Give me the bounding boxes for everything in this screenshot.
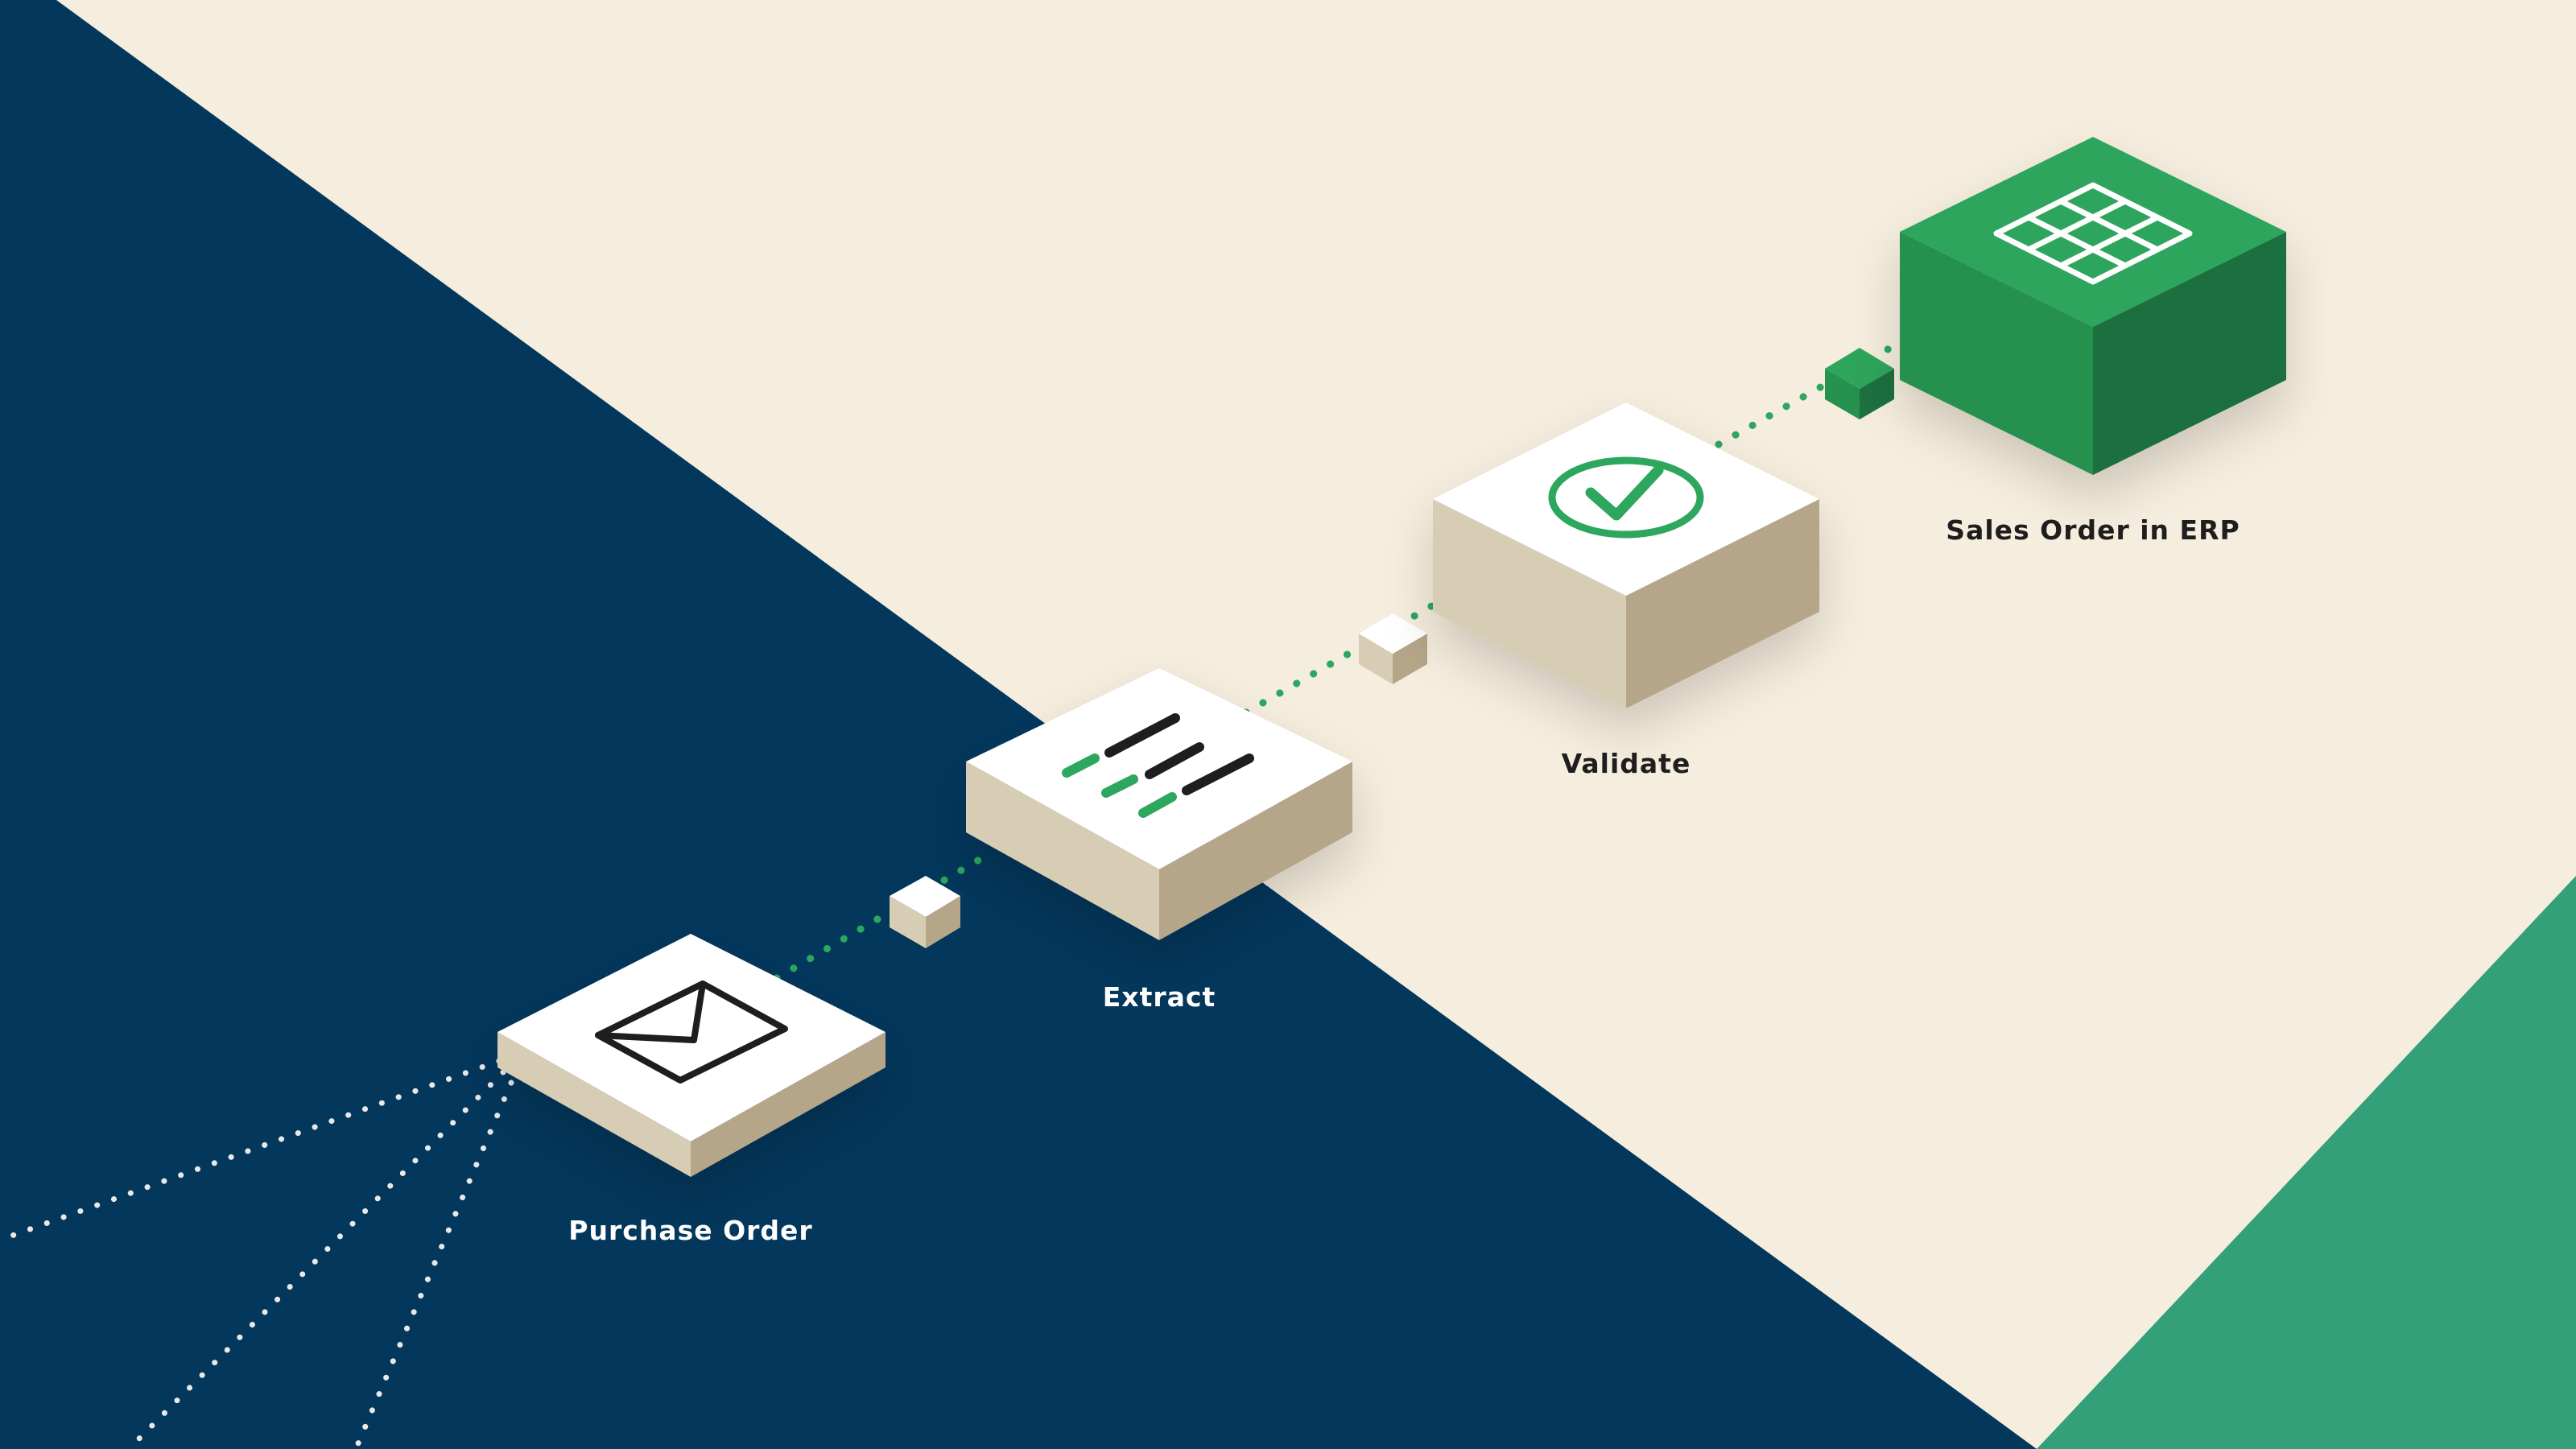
label-validate: Validate bbox=[1562, 748, 1691, 779]
data-packet-cube-2 bbox=[1359, 613, 1427, 684]
connector-po-to-extract bbox=[773, 849, 994, 982]
envelope-icon bbox=[595, 980, 788, 1084]
block-right-face bbox=[1626, 499, 1819, 708]
block-right-face bbox=[2093, 232, 2286, 475]
block-top-face bbox=[1900, 137, 2286, 327]
block-left-face bbox=[966, 762, 1159, 940]
text-lines-icon bbox=[1062, 713, 1254, 818]
flow-connectors bbox=[773, 334, 1912, 982]
grid-table-icon bbox=[1993, 182, 2193, 285]
connector-validate-to-erp bbox=[1715, 334, 1912, 448]
background-teal-accent bbox=[2037, 876, 2576, 1449]
incoming-line bbox=[6, 1058, 502, 1240]
block-left-face bbox=[497, 1032, 691, 1177]
block-right-face bbox=[1159, 762, 1352, 940]
label-extract: Extract bbox=[1103, 981, 1216, 1013]
connector-extract-to-validate bbox=[1242, 601, 1437, 716]
incoming-line bbox=[126, 1069, 506, 1449]
label-sales-order-erp: Sales Order in ERP bbox=[1946, 514, 2240, 546]
background-navy-region bbox=[0, 0, 2037, 1449]
block-right-face bbox=[691, 1032, 886, 1177]
data-packet-cube-3 bbox=[1825, 348, 1894, 419]
incoming-connectors bbox=[6, 1058, 514, 1449]
node-sales-order-erp bbox=[1900, 137, 2286, 475]
data-packet-cube-1 bbox=[890, 876, 960, 948]
label-purchase-order: Purchase Order bbox=[568, 1215, 812, 1246]
check-circle-icon bbox=[1548, 456, 1704, 539]
block-left-face bbox=[1433, 499, 1626, 708]
block-left-face bbox=[1900, 232, 2093, 475]
